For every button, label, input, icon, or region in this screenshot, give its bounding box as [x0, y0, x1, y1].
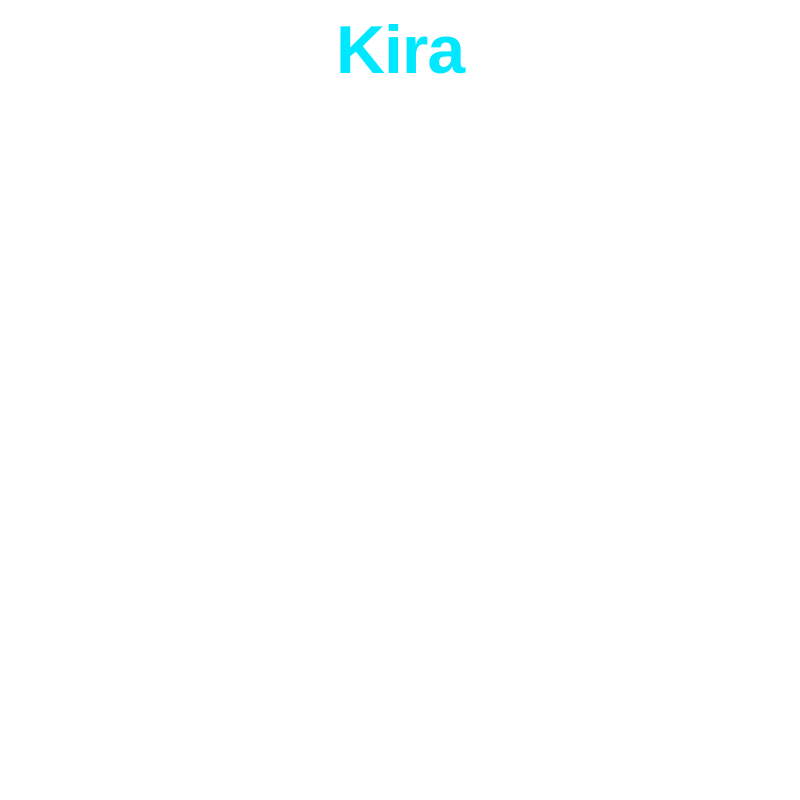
page-title: Kira: [335, 12, 465, 88]
